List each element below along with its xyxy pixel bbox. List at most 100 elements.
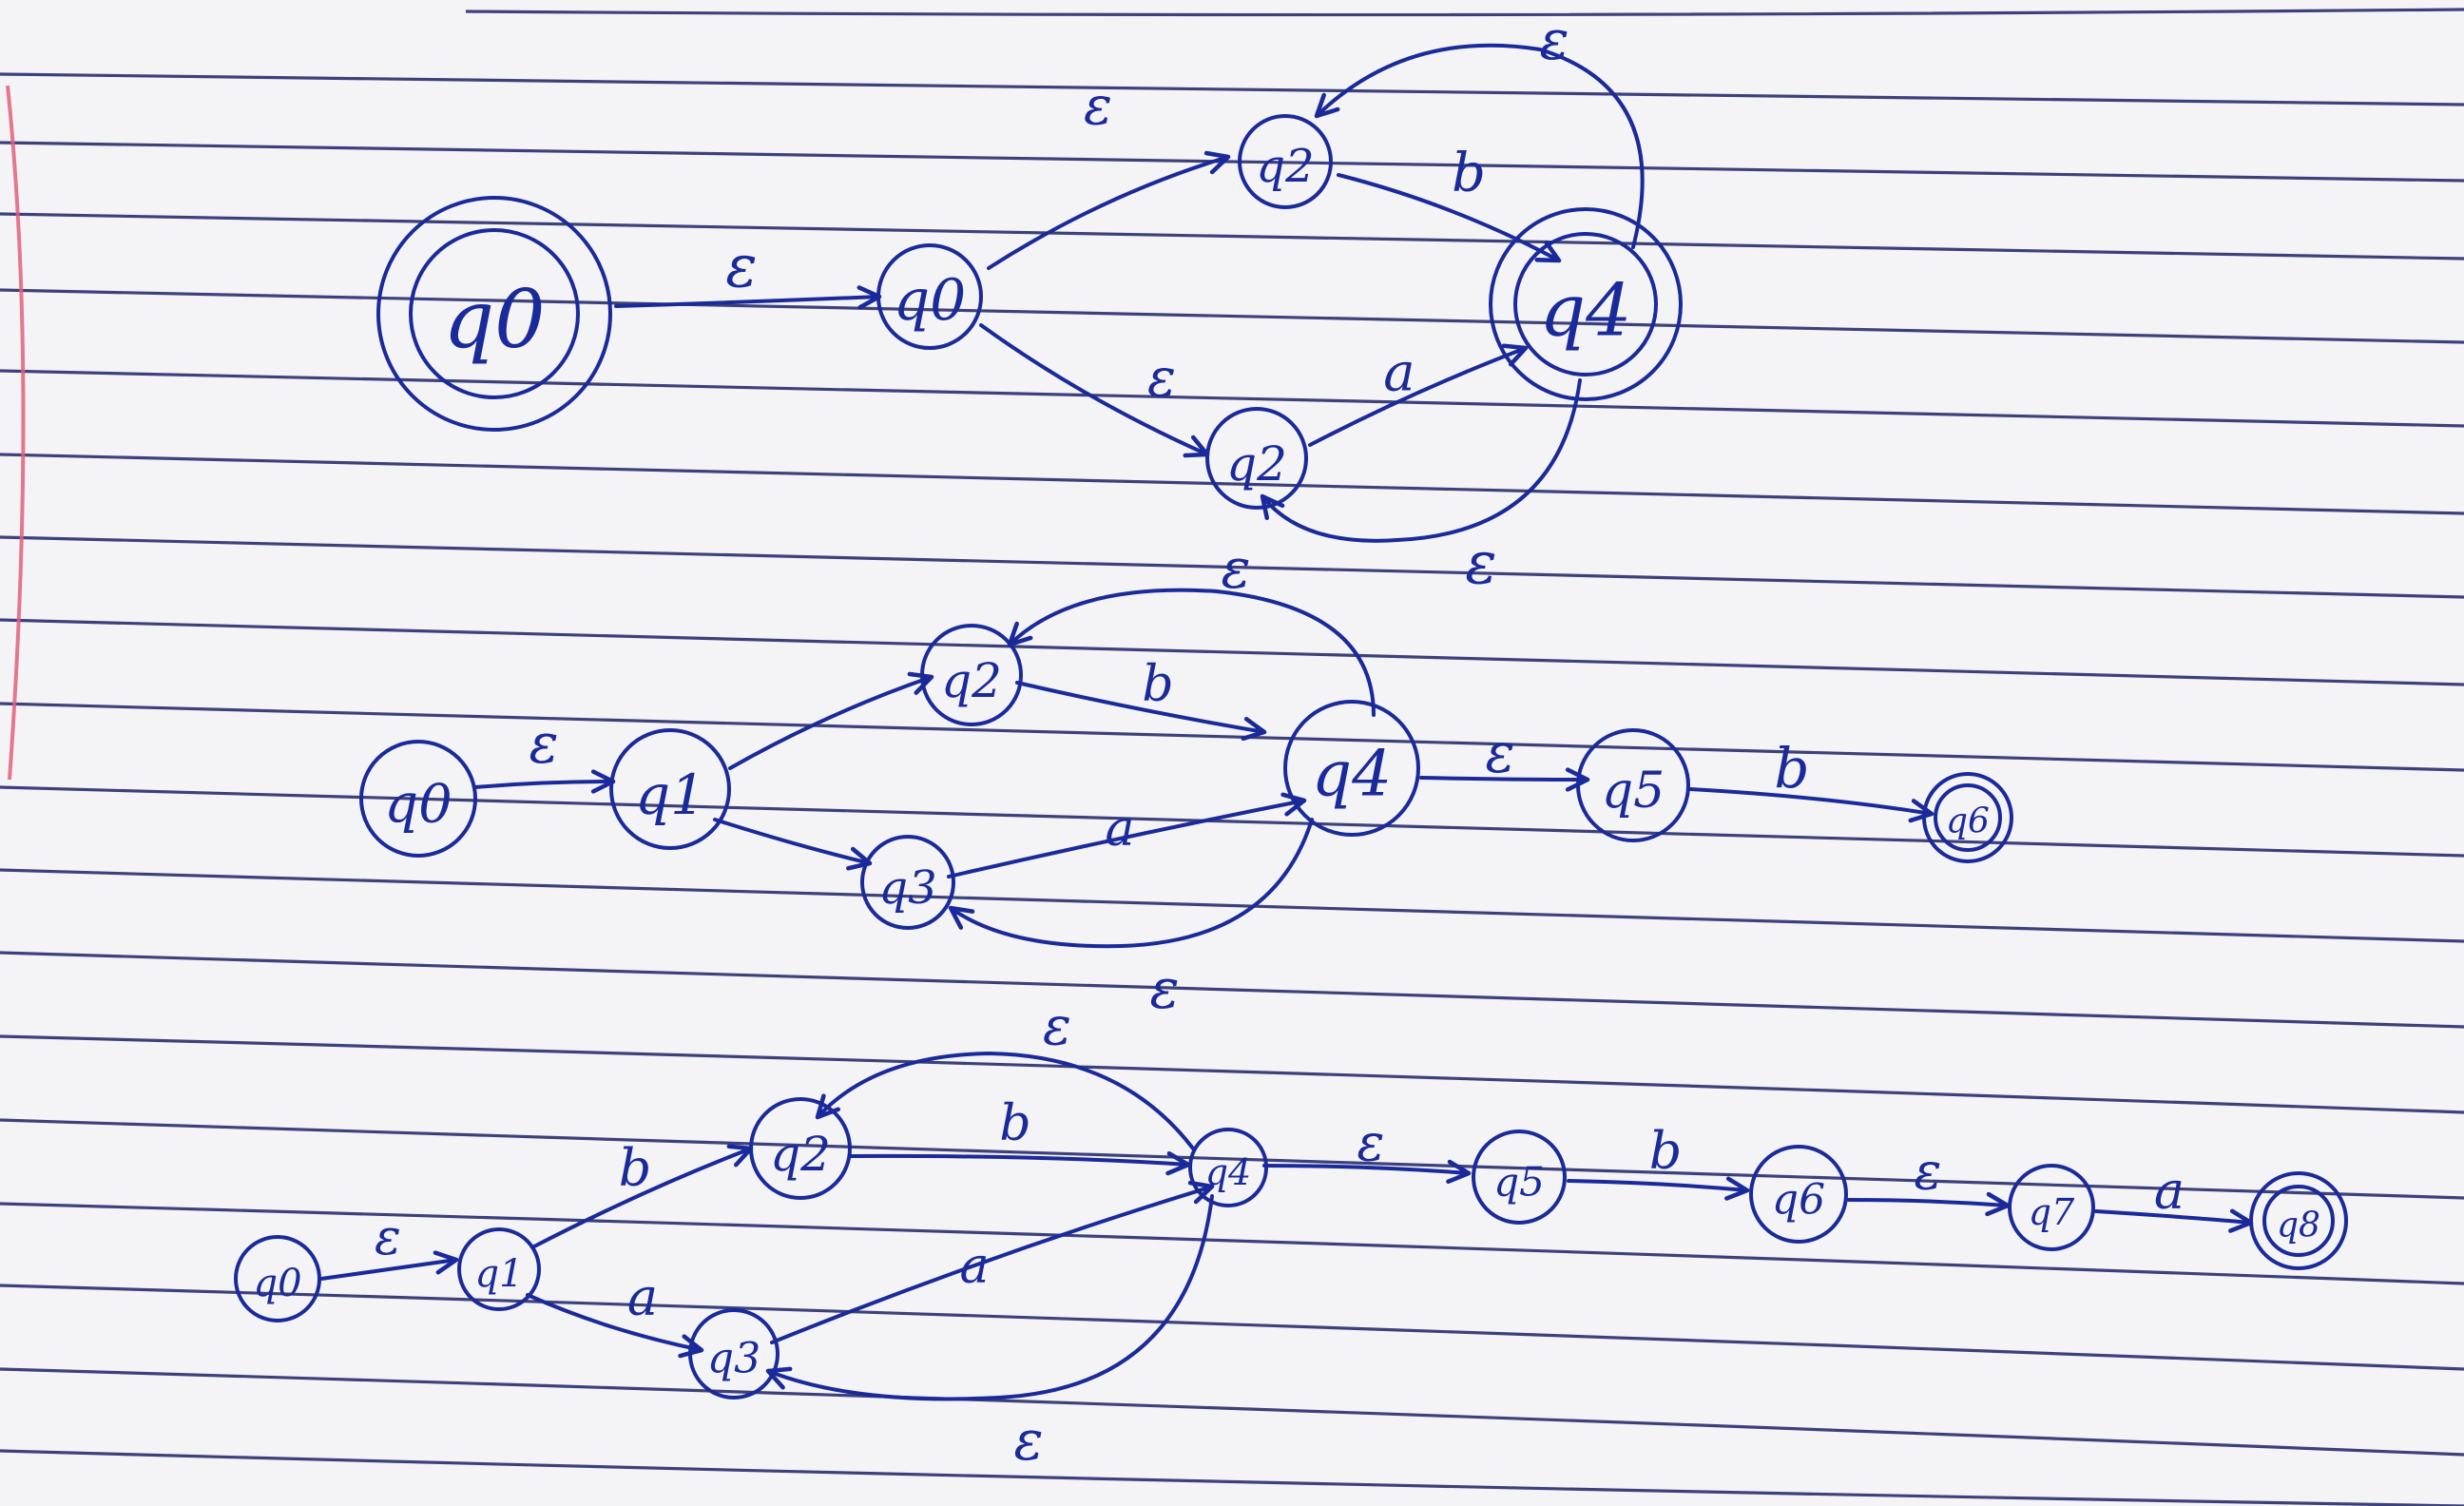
edge-label: ε: [1013, 1408, 1043, 1473]
edge-label: ε: [1915, 1142, 1942, 1202]
state-label: q2: [770, 1127, 831, 1182]
edge-q2top-q4: [1337, 173, 1562, 263]
state-label: q5: [1493, 1159, 1545, 1206]
edge-label: ε: [1149, 956, 1179, 1021]
state-q4: q4: [1489, 207, 1683, 401]
state-label: q0: [253, 1262, 301, 1305]
edge-label: ε: [1357, 1113, 1385, 1173]
edge-label: ε: [1084, 76, 1112, 138]
state-q1: q1: [609, 728, 731, 850]
state-label: q8: [2277, 1207, 2320, 1245]
edge-q4-q2top-loop: [1314, 43, 1645, 249]
nfa-diagram-2: ε b a ε ε ε b q0 q1 q2 q3: [359, 536, 2013, 1021]
edge-q7-q8: [2094, 1208, 2254, 1233]
state-label: q0: [384, 774, 452, 836]
edge-label: ε: [1465, 529, 1496, 598]
state-q7: q7: [2008, 1164, 2095, 1251]
edge-q0-q1: [473, 769, 616, 794]
edge-q2-q4: [849, 1150, 1191, 1176]
nfa-diagram-1: ε ε ε b a ε ε q0 q0 q2 q2: [376, 8, 1683, 598]
state-q2: q2: [920, 624, 1023, 726]
edge-label: ε: [1485, 721, 1514, 785]
edge-q1-q2: [728, 671, 934, 770]
edge-label: ε: [725, 232, 757, 301]
state-q8: q8: [2249, 1171, 2348, 1270]
edge-q3-q4: [947, 792, 1307, 878]
state-label: q0: [894, 267, 967, 334]
edge-label: a: [627, 1267, 658, 1327]
state-label: q1: [635, 763, 705, 827]
edge-label: a: [1105, 801, 1134, 858]
state-q0: q0: [234, 1235, 321, 1323]
edge-q4-q2-loop: [815, 1052, 1195, 1150]
state-q6: q6: [1749, 1145, 1848, 1244]
nfa-diagram-3: ε b a b a ε ε ε b ε a q0 q1 q2: [234, 996, 2348, 1473]
edge-label: b: [1142, 656, 1173, 713]
state-label: q1: [474, 1252, 523, 1296]
edge-label: a: [959, 1238, 989, 1295]
state-q0: q0: [359, 740, 477, 858]
edge-q4-q5: [1262, 1159, 1472, 1185]
edge-label: ε: [1147, 348, 1176, 410]
state-label: q0: [443, 273, 545, 366]
edge-q4-q3-loop: [948, 818, 1314, 949]
margin-line: [6, 85, 26, 781]
state-label: q2: [1256, 140, 1314, 193]
edge-q2-q4: [1015, 681, 1267, 742]
edge-q4-q2-loop: [1007, 588, 1376, 717]
edge-label: a: [2154, 1161, 2185, 1221]
state-q0: q0: [376, 196, 612, 432]
edge-q5-q6: [1688, 787, 1935, 823]
edge-label: ε: [1221, 536, 1250, 601]
state-label: q3: [707, 1335, 760, 1383]
edge-label: b: [619, 1138, 652, 1198]
state-label: q4: [1539, 268, 1631, 353]
state-q4: q4: [1188, 1128, 1268, 1207]
state-q4: q4: [1283, 700, 1420, 837]
edge-q4-q5: [1419, 767, 1590, 792]
edge-label: b: [999, 1095, 1030, 1152]
edge-label: ε: [1043, 996, 1071, 1058]
edge-q2bottom-q4: [1308, 343, 1529, 447]
edge-label: ε: [529, 711, 558, 776]
edge-label: b: [1774, 736, 1809, 801]
state-q2-bottom: q2: [1205, 407, 1308, 510]
state-label: q3: [878, 861, 936, 915]
state-label: q4: [1312, 738, 1392, 811]
state-q2-top: q2: [1238, 114, 1333, 209]
state-label: q2: [1226, 436, 1287, 492]
state-q3: q3: [860, 835, 955, 930]
edge-q0b-q2bottom: [979, 323, 1210, 458]
state-label: q4: [1205, 1151, 1252, 1193]
state-q5: q5: [1576, 728, 1690, 842]
edge-q6-q7: [1847, 1191, 2011, 1217]
state-q3: q3: [688, 1308, 780, 1400]
edge-q5-q6: [1567, 1176, 1750, 1201]
edge-q4-q2bottom-loop: [1260, 378, 1582, 543]
edge-label: ε: [1539, 8, 1569, 72]
state-label: q6: [1946, 802, 1990, 841]
edge-q3-q4: [770, 1180, 1215, 1344]
edge-label: b: [1452, 143, 1486, 204]
state-label: q6: [1772, 1176, 1825, 1225]
state-q5: q5: [1472, 1130, 1567, 1225]
edge-q4-q3-loop: [765, 1194, 1214, 1401]
state-label: q5: [1602, 763, 1665, 820]
state-label: q2: [941, 653, 1002, 708]
state-q0b: q0: [876, 243, 983, 350]
state-q1: q1: [457, 1227, 541, 1311]
ruled-lines: [0, 8, 2464, 1506]
edge-label: b: [1649, 1121, 1683, 1181]
edge-label: ε: [375, 1209, 401, 1266]
edge-q1-q2: [530, 1144, 754, 1249]
edge-q1-q3: [526, 1293, 704, 1359]
edge-label: a: [1383, 342, 1415, 404]
edge-q0-q1: [319, 1250, 459, 1281]
edge-q1-q3: [713, 818, 873, 871]
state-q6: q6: [1922, 772, 2013, 863]
state-q2: q2: [749, 1097, 852, 1200]
state-label: q7: [2029, 1191, 2075, 1233]
edge-q0-q0b: [614, 285, 882, 310]
edge-q0b-q2top: [987, 150, 1231, 270]
